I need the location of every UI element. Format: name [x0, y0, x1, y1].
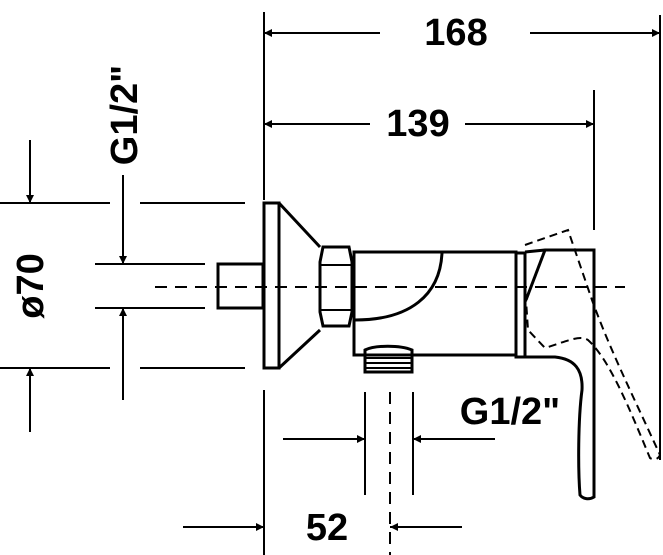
flange-cone — [277, 201, 322, 370]
dimension-label-outlet-thread: G1/2" — [460, 391, 560, 433]
lever-alternate-position — [524, 228, 662, 461]
outlet-thread — [363, 344, 414, 374]
valve-body — [352, 250, 518, 357]
dimension-outlet-thread: G1/2" — [283, 391, 560, 495]
wall-flange — [262, 201, 281, 370]
body-ring — [514, 251, 527, 359]
lever-edge — [524, 249, 547, 301]
dimension-label-139: 139 — [386, 103, 449, 145]
dimension-overall-length: 168 — [263, 12, 661, 460]
hex-nut — [318, 245, 354, 328]
dimension-body-length: 139 — [264, 90, 595, 230]
dimension-label-diameter: ø70 — [10, 253, 52, 318]
body-curve — [354, 252, 444, 322]
dimension-inlet-thread: G1/2" — [95, 65, 205, 400]
dimension-label-168: 168 — [424, 12, 487, 54]
dimension-flange-diameter: ø70 — [0, 140, 245, 432]
faucet-mixer — [216, 201, 662, 501]
dimension-outlet-offset: 52 — [183, 390, 462, 555]
dimension-label-52: 52 — [306, 507, 348, 549]
dimension-label-inlet-thread: G1/2" — [104, 65, 146, 165]
lever-handle — [524, 248, 596, 501]
